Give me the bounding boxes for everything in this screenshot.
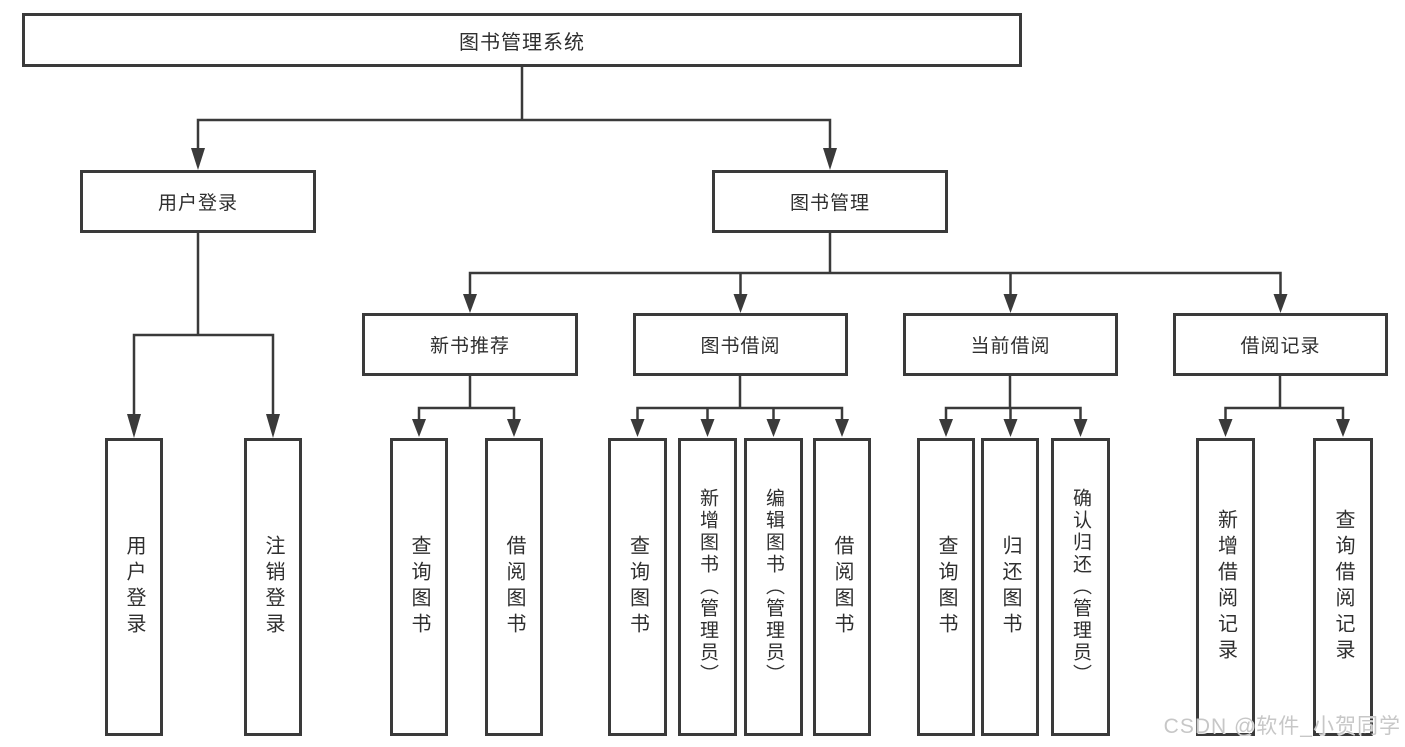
node-user-login-leaf: 用户登录 xyxy=(105,438,163,736)
node-query-books-1: 查询图书 xyxy=(390,438,448,736)
node-library-management-system: 图书管理系统 xyxy=(22,13,1022,67)
node-add-borrow-record: 新增借阅记录 xyxy=(1196,438,1255,736)
node-return-books: 归还图书 xyxy=(981,438,1039,736)
node-current-borrowing: 当前借阅 xyxy=(903,313,1118,376)
node-new-book-recommend: 新书推荐 xyxy=(362,313,578,376)
node-add-books-admin: 新增图书（管理员） xyxy=(678,438,737,736)
node-borrowing-records: 借阅记录 xyxy=(1173,313,1388,376)
arrowhead-group xyxy=(127,148,1350,438)
node-confirm-return-admin: 确认归还（管理员） xyxy=(1051,438,1110,736)
node-user-login: 用户登录 xyxy=(80,170,316,233)
node-query-borrow-record: 查询借阅记录 xyxy=(1313,438,1373,736)
node-book-management: 图书管理 xyxy=(712,170,948,233)
node-edit-books-admin: 编辑图书（管理员） xyxy=(744,438,803,736)
node-borrow-books-1: 借阅图书 xyxy=(485,438,543,736)
node-logout: 注销登录 xyxy=(244,438,302,736)
node-borrow-books-2: 借阅图书 xyxy=(813,438,871,736)
csdn-watermark: CSDN @软件_小贺同学 xyxy=(1163,715,1401,738)
node-query-books-2: 查询图书 xyxy=(608,438,667,736)
node-query-books-3: 查询图书 xyxy=(917,438,975,736)
node-book-borrowing: 图书借阅 xyxy=(633,313,848,376)
